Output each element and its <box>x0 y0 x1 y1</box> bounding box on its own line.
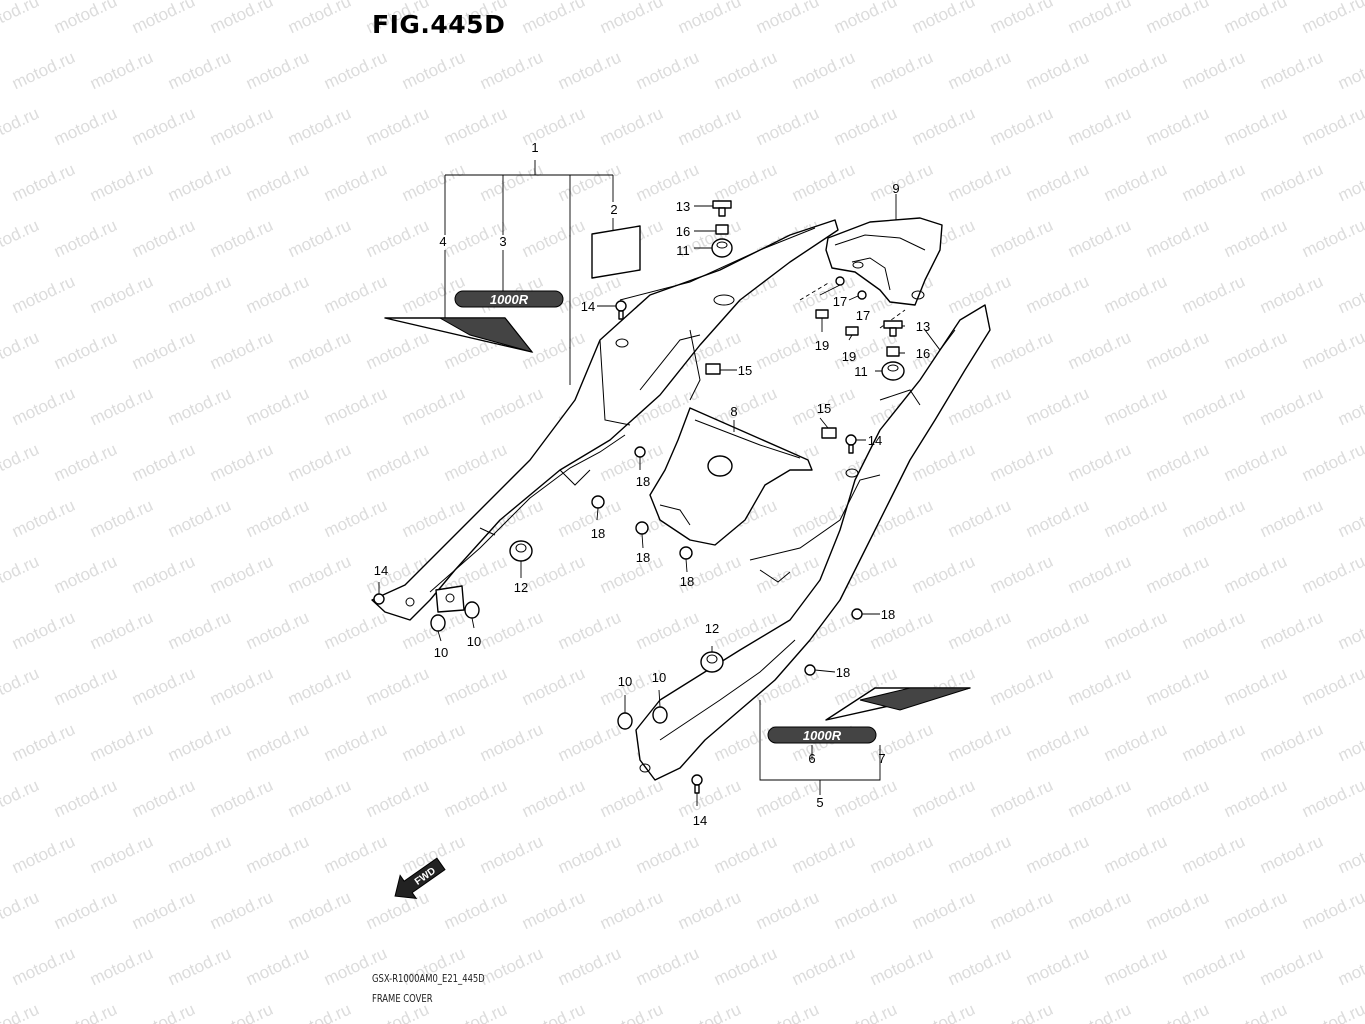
callout-15-b: 15 <box>817 401 831 416</box>
callout-10-c: 10 <box>618 674 632 689</box>
rear-tail-cover[interactable] <box>799 217 943 329</box>
right-frame-cover[interactable] <box>635 304 991 781</box>
cushion-10-d[interactable] <box>652 706 668 724</box>
callout-14-a: 14 <box>581 299 595 314</box>
callout-11-a: 11 <box>676 243 690 258</box>
callout-16-a: 16 <box>676 224 690 239</box>
screw-14-a[interactable] <box>615 300 627 320</box>
callout-3: 3 <box>499 234 506 249</box>
callout-2: 2 <box>610 202 617 217</box>
callout-18-a: 18 <box>636 474 650 489</box>
callout-14-d: 14 <box>693 813 707 828</box>
callout-16-b: 16 <box>916 346 930 361</box>
decal-text-right: 1000R <box>803 728 842 743</box>
fwd-arrow-icon: FWD <box>394 857 446 899</box>
clip-15-a[interactable] <box>705 363 721 375</box>
callout-18-b: 18 <box>591 526 605 541</box>
left-stripe-decal <box>384 317 534 353</box>
callout-7: 7 <box>878 751 885 766</box>
cushion-12-b[interactable] <box>700 651 724 673</box>
rivet-18-c[interactable] <box>635 521 649 535</box>
rivet-18-f[interactable] <box>804 664 816 676</box>
callout-10-b: 10 <box>434 645 448 660</box>
footer-model-code: GSX-R1000AM0_E21_445D <box>372 972 485 985</box>
callout-8: 8 <box>730 404 737 419</box>
bolt-13-a[interactable] <box>712 200 732 217</box>
callout-5: 5 <box>816 795 823 810</box>
rivet-18-a[interactable] <box>634 446 646 458</box>
center-cover[interactable] <box>649 407 813 546</box>
left-frame-cover[interactable] <box>371 219 839 621</box>
screw-19-a[interactable] <box>815 309 829 319</box>
rivet-18-b[interactable] <box>591 495 605 509</box>
cushion-10-c[interactable] <box>617 712 633 730</box>
callout-18-e: 18 <box>881 607 895 622</box>
screw-14-b[interactable] <box>845 434 857 454</box>
left-1000r-emblem: 1000R <box>454 290 564 308</box>
callout-18-c: 18 <box>636 550 650 565</box>
cushion-12-a[interactable] <box>509 540 533 562</box>
callout-19-a: 19 <box>815 338 829 353</box>
screw-14-d[interactable] <box>691 774 703 794</box>
figure-title: FIG.445D <box>372 10 506 39</box>
callout-18-f: 18 <box>836 665 850 680</box>
grommet-11-b[interactable] <box>881 361 905 381</box>
rivet-18-e[interactable] <box>851 608 863 620</box>
callout-12-b: 12 <box>705 621 719 636</box>
decal-text-left: 1000R <box>490 292 529 307</box>
callout-13-b: 13 <box>916 319 930 334</box>
callout-13-a: 13 <box>676 199 690 214</box>
callout-6: 6 <box>808 751 815 766</box>
label-plate <box>591 225 641 279</box>
nut-16-b[interactable] <box>886 346 900 357</box>
callout-4: 4 <box>439 234 446 249</box>
callout-10-d: 10 <box>652 670 666 685</box>
footer-section-name: FRAME COVER <box>372 992 433 1005</box>
screw-19-b[interactable] <box>845 326 859 336</box>
callout-15-a: 15 <box>738 363 752 378</box>
cushion-10-a[interactable] <box>430 614 446 632</box>
callout-1: 1 <box>531 140 538 155</box>
callouts: 1 2 3 4 5 6 7 8 9 10 10 10 10 11 11 12 1… <box>374 140 930 828</box>
leader-lines <box>378 160 905 806</box>
callout-9: 9 <box>892 181 899 196</box>
nut-16-a[interactable] <box>715 224 729 235</box>
callout-19-b: 19 <box>842 349 856 364</box>
callout-12-a: 12 <box>514 580 528 595</box>
clip-17-a[interactable] <box>835 276 845 286</box>
callout-11-b: 11 <box>854 364 868 379</box>
screw-14-c[interactable] <box>373 593 385 605</box>
right-stripe-decal <box>825 687 971 721</box>
callout-14-b: 14 <box>868 433 882 448</box>
callout-14-c: 14 <box>374 563 388 578</box>
right-1000r-emblem: 1000R <box>767 726 877 744</box>
clip-17-b[interactable] <box>857 290 867 300</box>
callout-17-a: 17 <box>833 294 847 309</box>
cushion-10-b[interactable] <box>464 601 480 619</box>
clip-15-b[interactable] <box>821 427 837 439</box>
grommet-11-a[interactable] <box>711 238 733 258</box>
callout-18-d: 18 <box>680 574 694 589</box>
rivet-18-d[interactable] <box>679 546 693 560</box>
bolt-13-b[interactable] <box>883 320 903 337</box>
callout-17-b: 17 <box>856 308 870 323</box>
callout-10-a: 10 <box>467 634 481 649</box>
